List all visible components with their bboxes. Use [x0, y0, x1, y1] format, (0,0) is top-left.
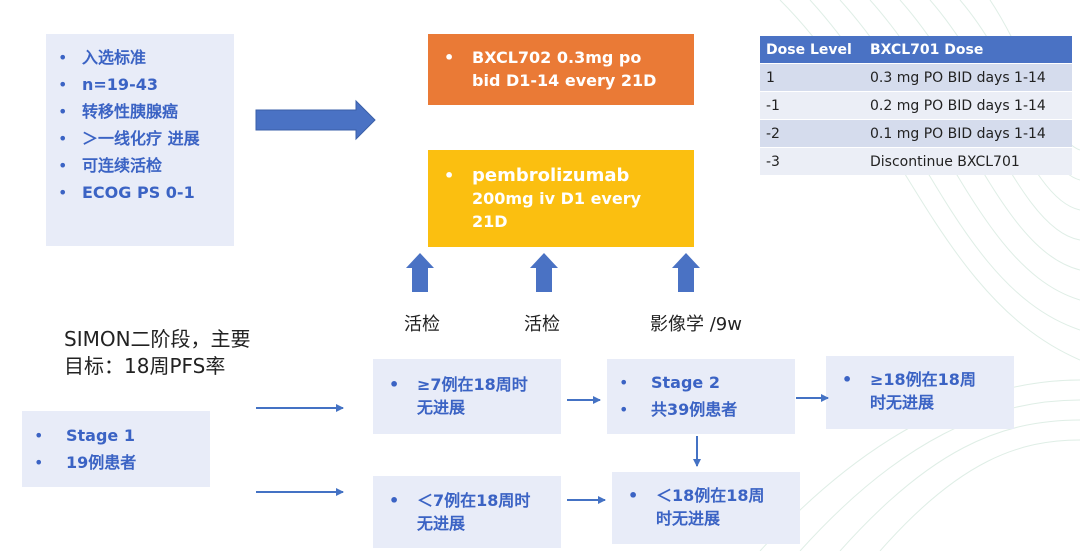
dose-table-header: Dose Level — [760, 36, 864, 64]
lt7-line1: ＜7例在18周时 — [417, 491, 531, 510]
dose-level-cell: -3 — [760, 147, 864, 175]
pembrolizumab-line3: 21D — [472, 212, 508, 231]
pembrolizumab-regimen-box: pembrolizumab 200mg iv D1 every 21D — [428, 150, 694, 247]
imaging-label: 影像学 /9w — [650, 314, 742, 335]
ge7-line1: ≥7例在18周时 — [417, 375, 528, 394]
big-right-arrow — [255, 99, 376, 141]
criteria-item: 可连续活检 — [46, 152, 234, 179]
ge18-line1: ≥18例在18周 — [870, 370, 976, 389]
dose-table-header-row: Dose Level BXCL701 Dose — [760, 36, 1072, 64]
dose-level-cell: -2 — [760, 119, 864, 148]
dose-value-cell: Discontinue BXCL701 — [864, 147, 1072, 175]
bxcl702-regimen-text: BXCL702 0.3mg po bid D1-14 every 21D — [428, 46, 694, 92]
criteria-item: 入选标准 — [46, 44, 234, 71]
ge7-progression-free-box: ≥7例在18周时 无进展 — [373, 359, 561, 434]
lt18-progression-free-box: ＜18例在18周 时无进展 — [612, 472, 800, 544]
up-arrow-2 — [530, 253, 558, 292]
ge7-line2: 无进展 — [417, 398, 466, 417]
stage2-list: Stage 2 共39例患者 — [607, 369, 795, 423]
lt18-line2: 时无进展 — [656, 509, 721, 528]
bxcl702-regimen-box: BXCL702 0.3mg po bid D1-14 every 21D — [428, 34, 694, 105]
biopsy-label-1: 活检 — [404, 314, 440, 335]
table-row: -1 0.2 mg PO BID days 1-14 — [760, 91, 1072, 120]
dose-value-cell: 0.2 mg PO BID days 1-14 — [864, 91, 1072, 120]
bxcl702-line1: BXCL702 0.3mg po — [472, 48, 642, 67]
lt7-line2: 无进展 — [417, 514, 466, 533]
lt18-text: ＜18例在18周 时无进展 — [612, 484, 800, 530]
pembrolizumab-line2: 200mg iv D1 every — [472, 189, 642, 208]
pembrolizumab-line1: pembrolizumab — [472, 165, 630, 186]
ge18-text: ≥18例在18周 时无进展 — [826, 368, 1014, 414]
table-row: 1 0.3 mg PO BID days 1-14 — [760, 63, 1072, 92]
simon-line2: 目标：18周PFS率 — [64, 354, 226, 378]
criteria-item: ECOG PS 0-1 — [46, 179, 234, 206]
lt18-line1: ＜18例在18周 — [656, 486, 765, 505]
pembrolizumab-regimen-text: pembrolizumab 200mg iv D1 every 21D — [428, 164, 694, 233]
up-arrow-1 — [406, 253, 434, 292]
stage2-box: Stage 2 共39例患者 — [607, 359, 795, 434]
dose-level-cell: -1 — [760, 91, 864, 120]
lt7-text: ＜7例在18周时 无进展 — [373, 489, 561, 535]
bxcl702-line2: bid D1-14 every 21D — [472, 71, 657, 90]
dose-table-header: BXCL701 Dose — [864, 36, 1072, 64]
simon-design-text: SIMON二阶段，主要 目标：18周PFS率 — [64, 326, 251, 380]
simon-line1: SIMON二阶段，主要 — [64, 327, 251, 351]
up-arrow-3 — [672, 253, 700, 292]
dose-value-cell: 0.1 mg PO BID days 1-14 — [864, 119, 1072, 148]
stage1-box: Stage 1 19例患者 — [22, 411, 210, 487]
ge18-progression-free-box: ≥18例在18周 时无进展 — [826, 356, 1014, 429]
stage1-item: 19例患者 — [22, 449, 210, 476]
lt7-progression-free-box: ＜7例在18周时 无进展 — [373, 476, 561, 548]
criteria-item: 转移性胰腺癌 — [46, 98, 234, 125]
stage2-item: Stage 2 — [607, 369, 795, 396]
criteria-list: 入选标准 n=19-43 转移性胰腺癌 ＞一线化疗 进展 可连续活检 ECOG … — [46, 44, 234, 206]
stage1-item: Stage 1 — [22, 422, 210, 449]
dose-value-cell: 0.3 mg PO BID days 1-14 — [864, 63, 1072, 92]
stage2-item: 共39例患者 — [607, 396, 795, 423]
table-row: -2 0.1 mg PO BID days 1-14 — [760, 119, 1072, 148]
stage1-list: Stage 1 19例患者 — [22, 422, 210, 476]
biopsy-label-2: 活检 — [524, 314, 560, 335]
dose-level-cell: 1 — [760, 63, 864, 92]
criteria-item: ＞一线化疗 进展 — [46, 125, 234, 152]
inclusion-criteria-box: 入选标准 n=19-43 转移性胰腺癌 ＞一线化疗 进展 可连续活检 ECOG … — [46, 34, 234, 246]
table-row: -3 Discontinue BXCL701 — [760, 147, 1072, 175]
criteria-item: n=19-43 — [46, 71, 234, 98]
ge18-line2: 时无进展 — [870, 393, 935, 412]
dose-level-table: Dose Level BXCL701 Dose 1 0.3 mg PO BID … — [760, 36, 1072, 175]
ge7-text: ≥7例在18周时 无进展 — [373, 373, 561, 419]
